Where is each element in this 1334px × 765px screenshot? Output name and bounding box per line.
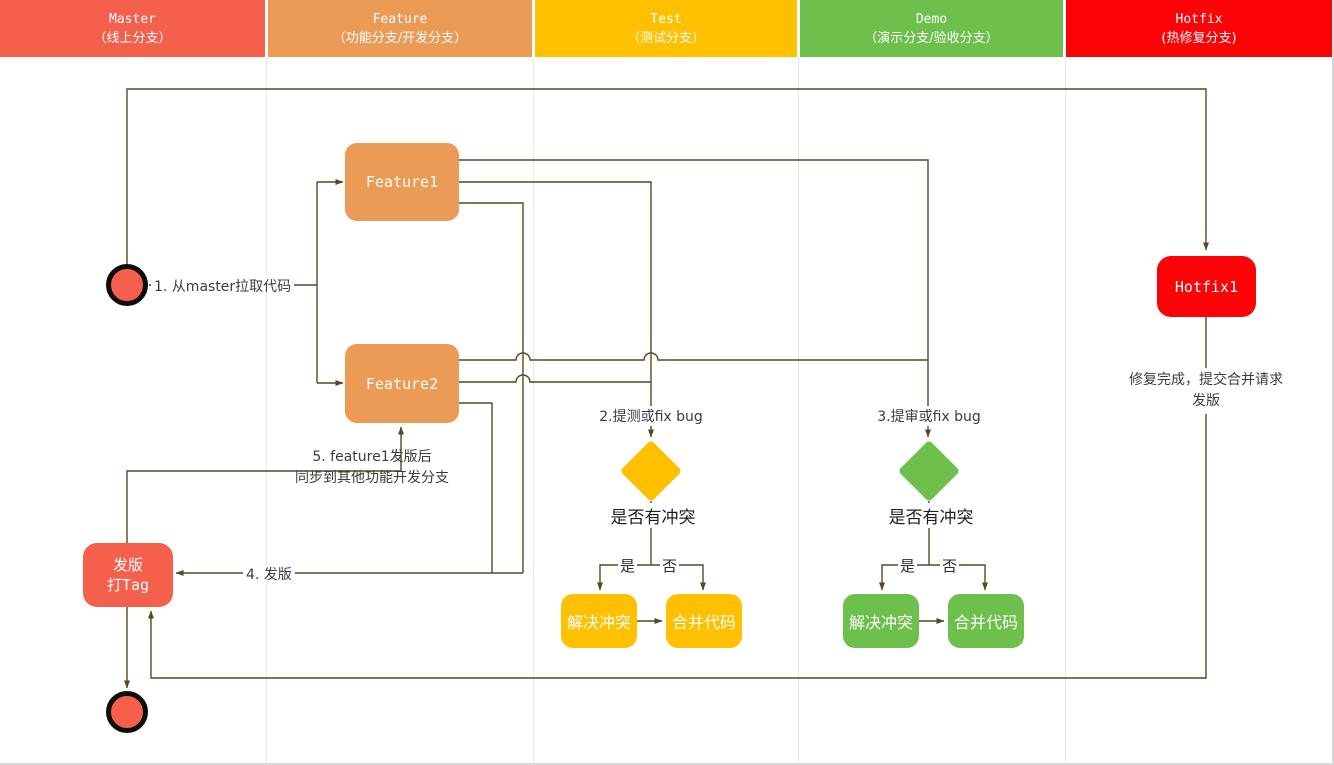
node-label: Feature1	[365, 173, 439, 191]
node-test-merge-code[interactable]: 合并代码	[666, 594, 742, 648]
edge-feature2-to-demo	[459, 352, 928, 361]
step5-line1: 5. feature1发版后	[312, 449, 432, 465]
lane-header-feature: Feature （功能分支/开发分支）	[268, 0, 532, 57]
node-release-tag[interactable]: 发版 打Tag	[83, 543, 173, 607]
node-label: 解决冲突	[848, 613, 913, 632]
lane-subtitle: （测试分支）	[626, 30, 705, 46]
release-line2: 打Tag	[106, 576, 150, 594]
lane-header-hotfix: Hotfix (热修复分支)	[1066, 0, 1332, 57]
node-label: Feature2	[365, 374, 439, 393]
node-label: 合并代码	[671, 613, 736, 632]
node-feature2[interactable]: Feature2	[345, 344, 459, 423]
label-step3-submit-review: 3.提审或fix bug	[874, 406, 984, 426]
node-test-resolve-conflict[interactable]: 解决冲突	[561, 594, 637, 648]
lane-header-demo: Demo （演示分支/验收分支）	[800, 0, 1063, 57]
label-demo-conflict-question: 是否有冲突	[885, 503, 977, 528]
lane-title: Demo	[915, 11, 948, 27]
hotfix-note-line1: 修复完成，提交合并请求	[1129, 372, 1283, 388]
lane-title: Hotfix	[1175, 11, 1223, 27]
end-node[interactable]	[106, 691, 148, 733]
label-step4-release: 4. 发版	[243, 564, 295, 584]
edge-release-sync-feature2	[126, 426, 404, 543]
edge-start-to-hotfix1	[126, 88, 1209, 264]
lane-separator	[533, 57, 534, 762]
label-test-no: 否	[660, 555, 680, 576]
edge-hotfix-to-release	[148, 317, 1207, 679]
label-step1-pull-from-master: 1. 从master拉取代码	[151, 276, 295, 296]
node-label: 发版 打Tag	[107, 555, 149, 595]
node-label: Hotfix1	[1174, 277, 1239, 296]
edge-feature2-to-test	[459, 374, 651, 383]
lane-subtitle: （演示分支/验收分支）	[864, 30, 999, 46]
edge-feature2-down	[459, 402, 493, 573]
release-line1: 发版	[112, 556, 143, 574]
node-feature1[interactable]: Feature1	[345, 143, 459, 221]
label-step5-sync-branches: 5. feature1发版后 同步到其他功能开发分支	[295, 447, 449, 489]
lane-subtitle: （功能分支/开发分支）	[332, 30, 468, 46]
lane-separator	[798, 57, 799, 762]
label-demo-yes: 是	[898, 555, 918, 576]
lane-separator	[266, 57, 267, 762]
edge-feature1-to-demo	[459, 159, 931, 438]
lane-subtitle: （线上分支）	[93, 30, 172, 46]
node-hotfix1[interactable]: Hotfix1	[1157, 256, 1256, 317]
lane-separator	[1065, 57, 1066, 762]
node-label: 解决冲突	[566, 613, 631, 632]
lane-title: Test	[650, 11, 682, 27]
hotfix-note-line2: 发版	[1192, 393, 1220, 409]
node-demo-merge-code[interactable]: 合并代码	[948, 594, 1024, 648]
node-label: 合并代码	[953, 613, 1018, 632]
start-node[interactable]	[106, 264, 148, 306]
lane-title: Feature	[372, 11, 428, 27]
label-hotfix-note: 修复完成，提交合并请求 发版	[1125, 368, 1287, 414]
label-test-yes: 是	[618, 555, 638, 576]
lane-title: Master	[109, 11, 156, 27]
lane-header-master: Master （线上分支）	[0, 0, 265, 57]
step5-line2: 同步到其他功能开发分支	[295, 470, 449, 486]
lane-subtitle: (热修复分支)	[1161, 30, 1237, 46]
edge-feature1-down	[459, 202, 524, 573]
label-demo-no: 否	[940, 555, 960, 576]
connectors	[124, 88, 1209, 689]
label-test-conflict-question: 是否有冲突	[607, 503, 699, 528]
lane-header-test: Test （测试分支）	[535, 0, 797, 57]
edge-feature1-to-test	[459, 181, 654, 438]
node-demo-resolve-conflict[interactable]: 解决冲突	[843, 594, 919, 648]
label-step2-submit-test: 2.提测或fix bug	[596, 406, 706, 426]
